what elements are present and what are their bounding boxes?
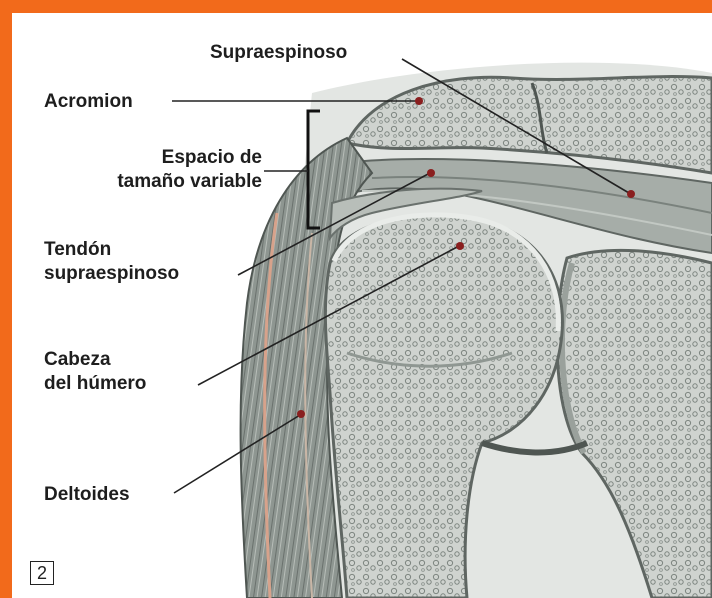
label-tendon: Tendón supraespinoso	[44, 238, 179, 286]
label-acromion: Acromion	[44, 90, 133, 114]
label-supraespinoso: Supraespinoso	[210, 41, 347, 65]
label-cabeza-line2: del húmero	[44, 372, 146, 396]
label-espacio-line1: Espacio de	[62, 146, 262, 170]
dot-acromion	[415, 97, 423, 105]
label-supraespinoso-text: Supraespinoso	[210, 42, 347, 63]
label-tendon-line1: Tendón	[44, 238, 179, 262]
label-deltoides: Deltoides	[44, 483, 130, 507]
dot-deltoides	[297, 410, 305, 418]
label-espacio-line2: tamaño variable	[62, 170, 262, 194]
label-deltoides-text: Deltoides	[44, 484, 130, 505]
dot-supraespinoso	[627, 190, 635, 198]
figure-number-badge: 2	[30, 561, 54, 585]
illustration-panel: Supraespinoso Acromion Espacio de tamaño…	[12, 13, 712, 598]
dot-cabeza	[456, 242, 464, 250]
label-cabeza-line1: Cabeza	[44, 348, 146, 372]
dot-tendon	[427, 169, 435, 177]
label-tendon-line2: supraespinoso	[44, 262, 179, 286]
label-acromion-text: Acromion	[44, 91, 133, 112]
label-espacio: Espacio de tamaño variable	[62, 146, 262, 194]
label-cabeza: Cabeza del húmero	[44, 348, 146, 396]
